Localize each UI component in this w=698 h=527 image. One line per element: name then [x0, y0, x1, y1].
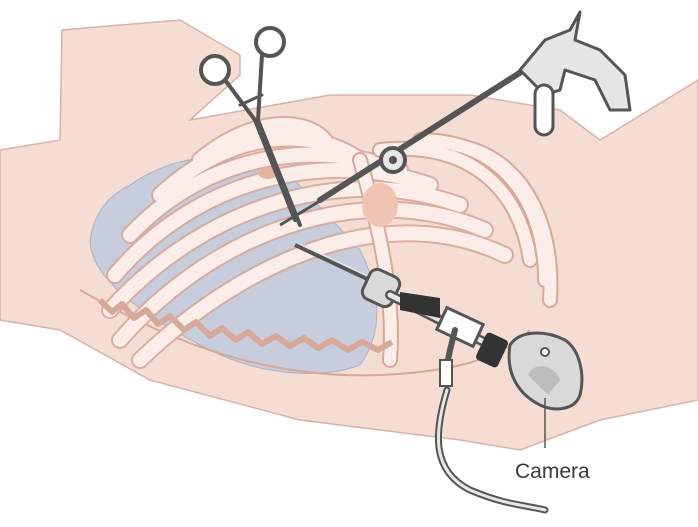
- camera-label: Camera: [515, 460, 590, 483]
- incision-port: [362, 183, 398, 227]
